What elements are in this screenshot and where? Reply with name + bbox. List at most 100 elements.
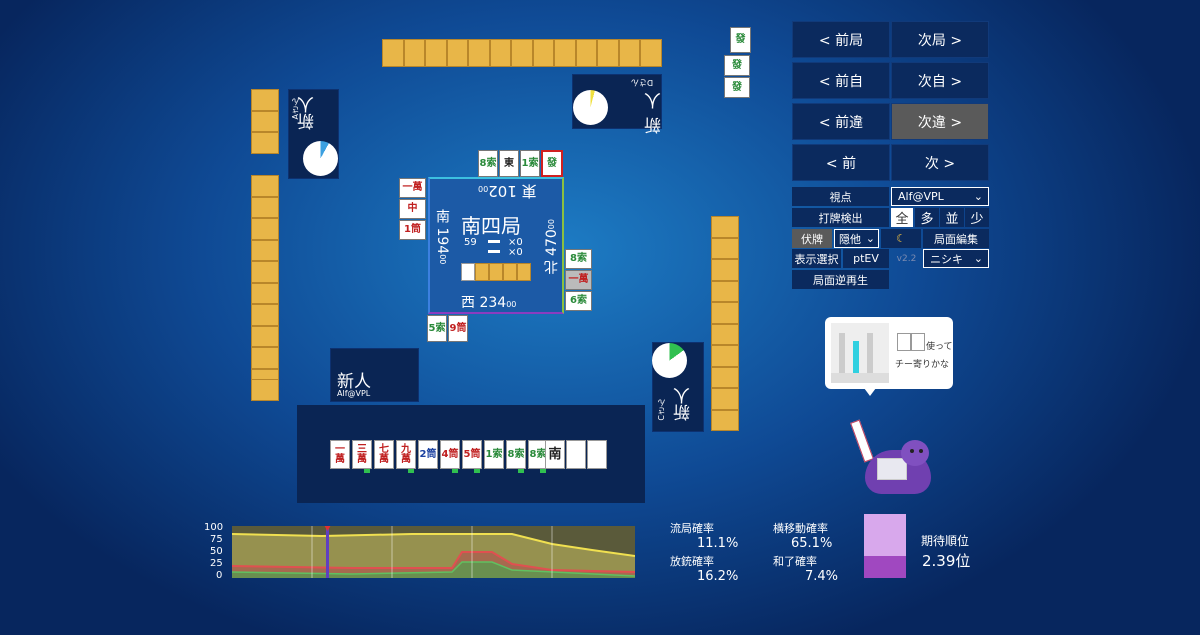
next-diff-button[interactable]: 次違 > [891,103,989,140]
north-score: 北 47000 [544,219,560,275]
honba-stick-icon [488,250,500,253]
side-tile: 發 [724,55,750,76]
hand-tile[interactable]: 2筒 [418,440,438,469]
houju-value: 16.2% [697,569,739,584]
expected-rank-bar [864,514,906,578]
yokoido-value: 65.1% [791,536,833,551]
hand-tile[interactable]: 8索 [506,440,526,469]
right-player-name: 新人 [674,387,694,421]
graph-axis-label: 0 [216,570,223,581]
discard-tile: 中 [399,199,426,219]
right-player-pie [652,343,687,378]
detect-normal-button[interactable]: 並 [940,208,964,227]
top-player-name: 新人 [644,89,661,134]
hand-tile[interactable] [566,440,586,469]
discard-tile: 5索 [427,315,447,342]
yokoido-label: 横移動確率 [773,522,828,535]
ptev-button[interactable]: ptEV [843,249,889,268]
expected-rank-value: 2.39位 [922,552,971,570]
advice-tile [911,333,925,351]
hand-tile[interactable]: 南 [545,440,565,469]
graph-axis-label: 100 [204,522,224,533]
chevron-down-icon: ⌄ [865,232,875,245]
engine-select[interactable]: ニシキ⌄ [923,249,989,268]
bottom-player-sub: Alf@VPL [337,389,371,398]
round-label: 南四局 [461,214,521,238]
south-score: 南 19400 [434,209,450,265]
edit-position-button[interactable]: 局面編集 [923,229,989,248]
reverse-play-button[interactable]: 局面逆再生 [792,270,889,289]
riichi-stick-icon [488,240,500,243]
moon-icon[interactable]: ☾ [881,229,921,248]
left-player-sub: Aさん [291,98,300,120]
left-wall [251,175,279,390]
next-self-button[interactable]: 次自 > [891,62,989,99]
hand-eval-marks [330,469,550,473]
detect-many-button[interactable]: 多 [915,208,939,227]
riichi-count: ×0 [508,237,523,248]
advice-text-1: 使って [926,342,953,352]
advice-tile [897,333,911,351]
hand-tile[interactable]: 九萬 [396,440,416,469]
hand-tile[interactable]: 三萬 [352,440,372,469]
center-info-panel: 東 10200 南四局 59 ×0 ×0 南 19400 北 47000 西 2… [428,177,564,314]
hand-tile[interactable]: 4筒 [440,440,460,469]
version-label: v2.2 [896,253,917,264]
hand-tile[interactable]: 5筒 [462,440,482,469]
hand-tile[interactable]: 一萬 [330,440,350,469]
left-wall-lower [251,379,279,401]
detect-all-button[interactable]: 全 [891,208,913,227]
discard-tile: 一萬 [399,178,426,198]
honba-stick-count: ×0 [508,247,523,258]
chevron-down-icon: ⌄ [973,190,983,203]
hand-tile[interactable]: 七萬 [374,440,394,469]
bottom-player-name: 新人 [337,372,371,392]
ryukyoku-label: 流局確率 [670,522,714,535]
honba-count: 59 [464,237,477,248]
detect-few-button[interactable]: 少 [965,208,989,227]
viewpoint-select[interactable]: Alf@VPL⌄ [891,187,989,206]
discard-tile: 9筒 [448,315,468,342]
left-player-pie [303,141,338,176]
bubble-tail [864,388,876,396]
prev-button[interactable]: < 前 [792,144,890,181]
side-tile: 發 [724,77,750,98]
discard-tile: 一萬 [565,270,592,290]
hidden-label[interactable]: 伏牌 [792,229,832,248]
display-select-button[interactable]: 表示選択 [792,249,841,268]
next-round-button[interactable]: 次局 > [891,21,989,58]
next-button[interactable]: 次 > [891,144,989,181]
discard-tile: 1筒 [399,220,426,240]
advice-chart [831,323,889,383]
bottom-player-box: 新人 Alf@VPL [330,348,419,402]
top-player-sub: Dさん [631,78,654,87]
hand-tile[interactable] [587,440,607,469]
mascot-character [850,418,935,496]
graph-axis-label: 25 [210,558,223,569]
east-score: 東 10200 [478,182,537,200]
discard-tile: 發 [541,150,563,177]
top-wall [382,39,662,67]
dora-indicator [461,263,531,281]
prev-diff-button[interactable]: < 前違 [792,103,890,140]
top-player-pie [573,90,608,125]
prev-round-button[interactable]: < 前局 [792,21,890,58]
houju-label: 放銃確率 [670,555,714,568]
discard-tile: 8索 [565,249,592,269]
advice-bubble: 使って チー寄りかな [825,317,953,389]
discard-tile: 東 [499,150,519,177]
hand-tile[interactable]: 1索 [484,440,504,469]
ryukyoku-value: 11.1% [697,536,739,551]
viewpoint-label: 視点 [792,187,889,206]
advice-text-2: チー寄りかな [895,360,950,370]
discard-tile: 6索 [565,291,592,311]
graph-axis-label: 50 [210,546,223,557]
hidden-select[interactable]: 隠他⌄ [834,229,879,248]
detect-label: 打牌検出 [792,208,889,227]
prev-self-button[interactable]: < 前自 [792,62,890,99]
graph-axis-label: 75 [210,534,223,545]
horyo-value: 7.4% [805,569,839,584]
expected-rank-label: 期待順位 [921,534,970,548]
horyo-label: 和了確率 [773,555,817,568]
probability-graph[interactable] [232,526,635,578]
